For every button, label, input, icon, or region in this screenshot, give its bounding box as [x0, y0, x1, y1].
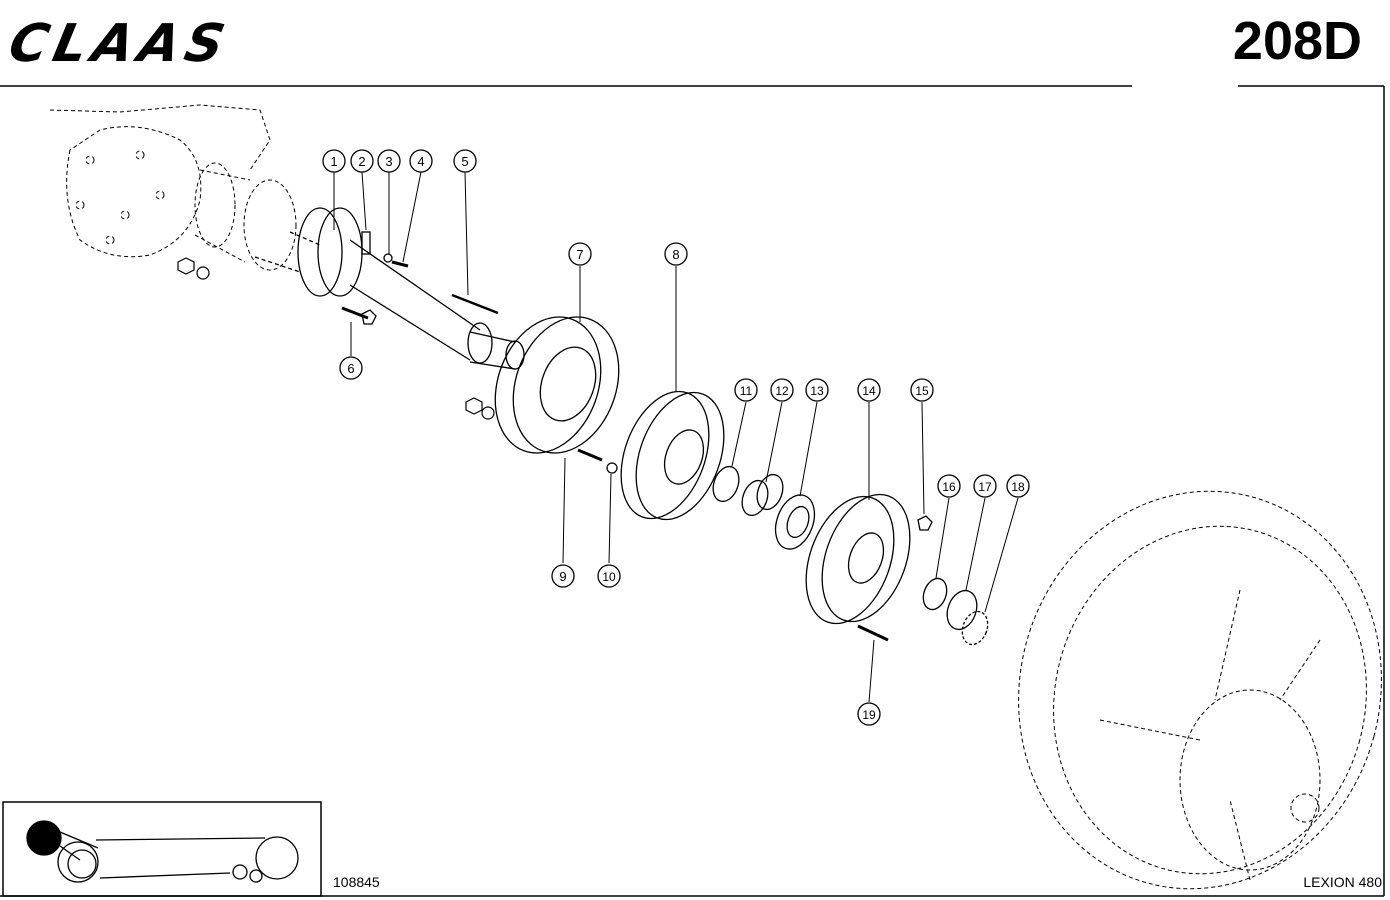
- callout-circle-9: [551, 564, 575, 588]
- callout-circle-14: [857, 378, 881, 402]
- callout-label-3: 3: [385, 154, 392, 169]
- callout-circle-1: [322, 149, 346, 173]
- callout-circle-2: [350, 149, 374, 173]
- callout-circle-18: [1006, 474, 1030, 498]
- gearbox-housing-background: [49, 104, 297, 271]
- flange-shaft: [254, 207, 525, 370]
- callout-label-12: 12: [775, 384, 789, 398]
- ring-and-bearing-set: [712, 465, 816, 550]
- callout-circle-17: [973, 474, 997, 498]
- callout-circle-12: [770, 378, 794, 402]
- leader-lines: [333, 171, 1019, 703]
- callout-label-14: 14: [862, 384, 876, 398]
- callout-label-18: 18: [1011, 480, 1025, 494]
- bearing-housing-7: [494, 316, 620, 474]
- callout-label-2: 2: [358, 154, 365, 169]
- callout-label-11: 11: [740, 384, 753, 398]
- callout-circle-5: [453, 149, 477, 173]
- callout-circle-6: [339, 356, 363, 380]
- callout-label-16: 16: [942, 480, 956, 494]
- callout-circle-11: [734, 378, 758, 402]
- callout-label-7: 7: [576, 247, 583, 262]
- bearing-flange-8: [620, 390, 725, 521]
- callout-circle-16: [937, 474, 961, 498]
- callout-circle-8: [664, 242, 688, 266]
- callout-circle-19: [857, 702, 881, 726]
- circlip-and-nut-set: [922, 577, 989, 646]
- callout-label-4: 4: [417, 154, 424, 169]
- model-name: LEXION 480: [1303, 874, 1382, 890]
- callout-label-19: 19: [862, 708, 876, 722]
- callout-label-8: 8: [672, 247, 679, 262]
- sheet-frame: [0, 85, 1385, 897]
- callout-circle-4: [409, 149, 433, 173]
- pulley-wheel-background: [1018, 490, 1382, 890]
- callout-label-13: 13: [810, 384, 824, 398]
- callout-label-10: 10: [602, 570, 616, 584]
- callout-label-9: 9: [559, 569, 566, 584]
- callout-label-17: 17: [978, 480, 992, 494]
- callout-circle-15: [910, 378, 934, 402]
- drawing-number: 108845: [333, 874, 380, 890]
- callout-circle-13: [805, 378, 829, 402]
- bearing-cover-14: [805, 493, 933, 642]
- page-code: 208D: [1232, 11, 1362, 71]
- callout-label-15: 15: [915, 384, 929, 398]
- callout-label-5: 5: [461, 154, 468, 169]
- callout-circle-3: [377, 149, 401, 173]
- callout-label-6: 6: [347, 361, 354, 376]
- nut-washer-left: [177, 257, 495, 420]
- callout-circle-7: [568, 242, 592, 266]
- callout-circle-10: [597, 564, 621, 588]
- overview-thumbnail: [26, 820, 299, 883]
- callout-label-1: 1: [330, 154, 337, 169]
